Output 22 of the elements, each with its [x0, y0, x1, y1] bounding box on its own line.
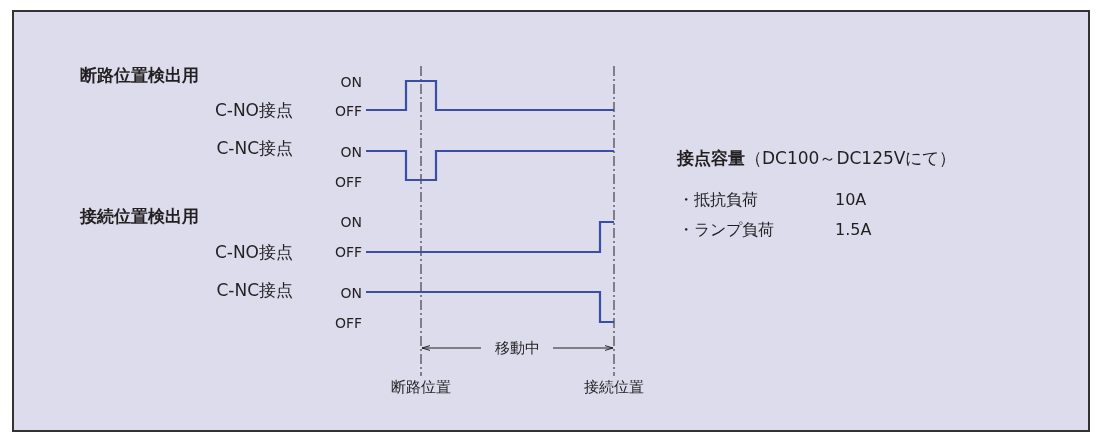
group-heading: 接続位置検出用 [80, 207, 199, 225]
position-label: 断路位置 [391, 379, 451, 395]
contact-label: C-NC接点 [216, 139, 293, 157]
group-heading: 断路位置検出用 [80, 66, 199, 84]
contact-label: C-NC接点 [216, 281, 293, 299]
position-label: 接続位置 [584, 379, 644, 395]
spec-value: 10A [835, 192, 867, 208]
state-label: OFF [334, 104, 362, 118]
state-label: ON [340, 145, 362, 159]
state-label: OFF [334, 316, 362, 330]
state-label: OFF [334, 245, 362, 259]
spec-value: 1.5A [835, 222, 872, 238]
dimension-label: 移動中 [494, 340, 540, 356]
spec-item: ・ランプ負荷 [678, 222, 774, 238]
spec-heading: 接点容量（DC100～DC125Vにて） [677, 149, 957, 167]
spec-item: ・抵抗負荷 [678, 192, 758, 208]
state-label: OFF [334, 175, 362, 189]
state-label: ON [340, 286, 362, 300]
state-label: ON [340, 215, 362, 229]
contact-label: C-NO接点 [214, 243, 293, 261]
state-label: ON [340, 75, 362, 89]
contact-label: C-NO接点 [214, 101, 293, 119]
